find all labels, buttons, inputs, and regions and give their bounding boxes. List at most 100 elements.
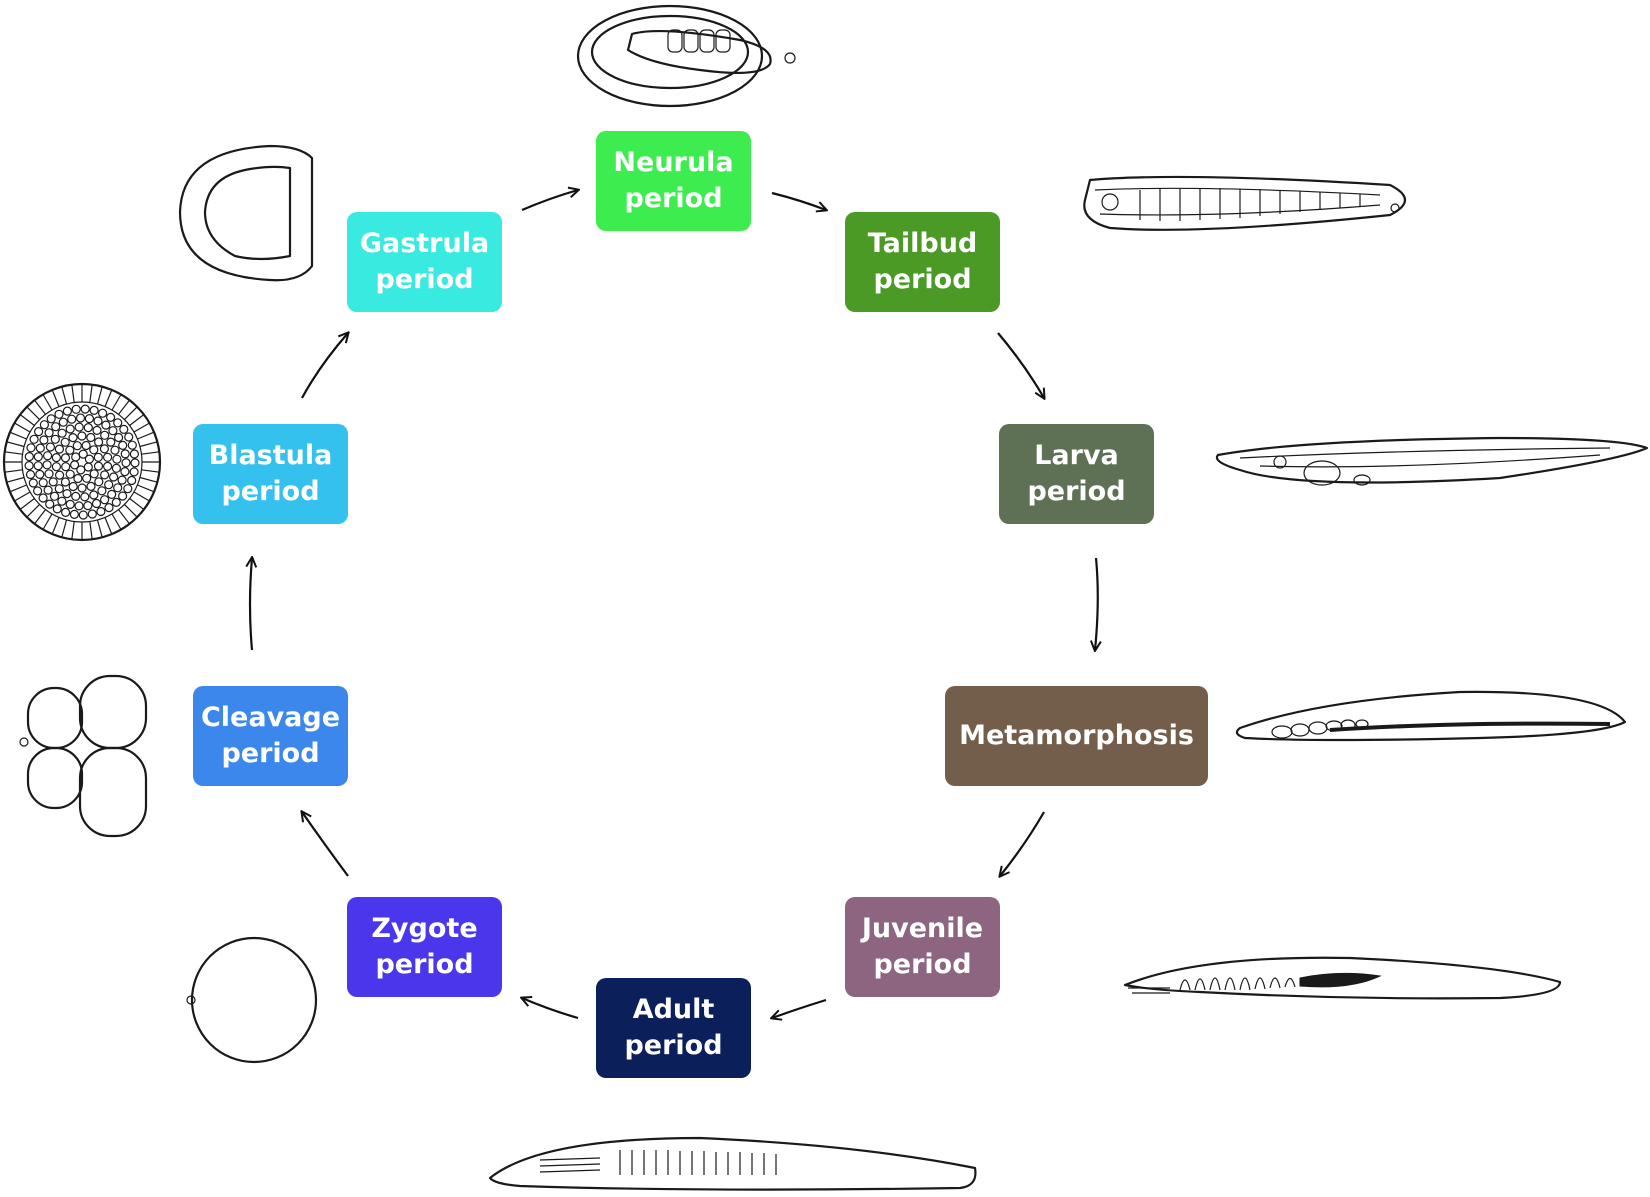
blastula-ray [4,451,23,455]
blastula-ray [123,406,138,421]
blastula-cell [57,496,67,506]
blastula-cell [89,490,99,500]
blastula-cell [129,449,139,459]
blastula-cell [32,486,43,496]
blastula-cell [118,440,128,450]
blastula-ray [139,441,158,448]
stage-zygote-line2: period [375,949,474,980]
metamorphosis-drawing [1235,690,1627,742]
blastula-ray [9,431,27,440]
blastula-cell [77,483,87,493]
blastula-cell [129,467,139,477]
blastula-ray [133,422,150,433]
blastula-cell [127,475,137,486]
blastula-cell [124,432,134,442]
blastula-cell [71,491,81,501]
blastula-cell [93,437,104,447]
blastula-cell [97,486,107,496]
blastula-ray [19,414,35,426]
blastula-cell [108,426,118,436]
blastula-cell [54,470,65,480]
blastula-cell [130,458,140,468]
blastula-cell [84,414,95,424]
blastula-cell [121,458,131,468]
blastula-cell [93,416,103,426]
blastula-ray [51,517,60,535]
blastula-cell [97,408,108,418]
arrow-gastrula-to-neurula [521,190,578,212]
blastula-cell [65,469,75,479]
blastula-ray [123,503,138,518]
blastula-cell [99,495,110,505]
blastula-cell [60,477,71,487]
blastula-cell [42,451,53,461]
blastula-cell [48,477,58,487]
stage-adult-line1: Adult [632,994,715,1025]
juvenile-drawing [1123,956,1562,1000]
blastula-cell [93,461,104,471]
blastula-cell [120,467,130,477]
blastula-cell [46,414,56,424]
blastula-cell [60,437,70,447]
blastula-cell [110,445,120,455]
blastula-cell [44,428,54,438]
blastula-cell [82,473,92,483]
blastula-ray [104,517,113,535]
blastula-cell [61,462,71,472]
stage-larva-line2: period [1027,476,1126,507]
blastula-ray [137,484,155,493]
blastula-cell [117,475,127,485]
blastula-cell [87,509,97,519]
blastula-ray [111,394,122,411]
blastula-ray [6,476,25,483]
stage-metamorphosis-line1: Metamorphosis [959,720,1194,751]
blastula-ray [96,386,103,405]
stage-cleavage-line1: Cleavage [200,702,341,733]
blastula-cell [113,483,123,493]
blastula-cell [68,481,78,492]
blastula-cell [78,510,88,520]
blastula-ray [89,384,93,403]
neurula-embryo-drawing [576,4,796,108]
blastula-ray [129,414,145,426]
stage-gastrula-line2: period [375,264,474,295]
arrow-cleavage-to-blastula [250,558,252,651]
blastula-cell [69,509,80,520]
stage-metamorphosis: Metamorphosis [945,686,1208,786]
arrow-juvenile-to-adult [772,998,827,1018]
blastula-cell [38,493,48,503]
blastula-cell [113,418,123,428]
blastula-cell [62,489,72,499]
blastula-cell [77,431,87,441]
blastula-cell [111,463,122,473]
blastula-cell [54,444,65,454]
blastula-cell [89,445,99,455]
stage-tailbud-line1: Tailbud [867,228,978,259]
blastula-cell [38,478,48,488]
blastula-ray [4,469,23,473]
blastula-cell [127,440,137,450]
adult-drawing [488,1136,977,1191]
blastula-cell [35,443,45,453]
blastula-cell [74,422,84,432]
blastula-cell [65,499,75,509]
blastula-cell [45,499,55,509]
blastula-ray [96,519,103,538]
blastula-cell [86,432,96,443]
blastula-cell [111,497,121,507]
blastula-cell [107,489,117,499]
blastula-cell [100,430,110,440]
blastula-cell [35,469,45,479]
blastula-ray [14,422,31,433]
blastula-cell [42,460,52,470]
blastula-cell [99,444,110,454]
blastula-cell [33,452,43,462]
stage-neurula-line2: period [624,183,723,214]
blastula-cell [86,481,96,491]
